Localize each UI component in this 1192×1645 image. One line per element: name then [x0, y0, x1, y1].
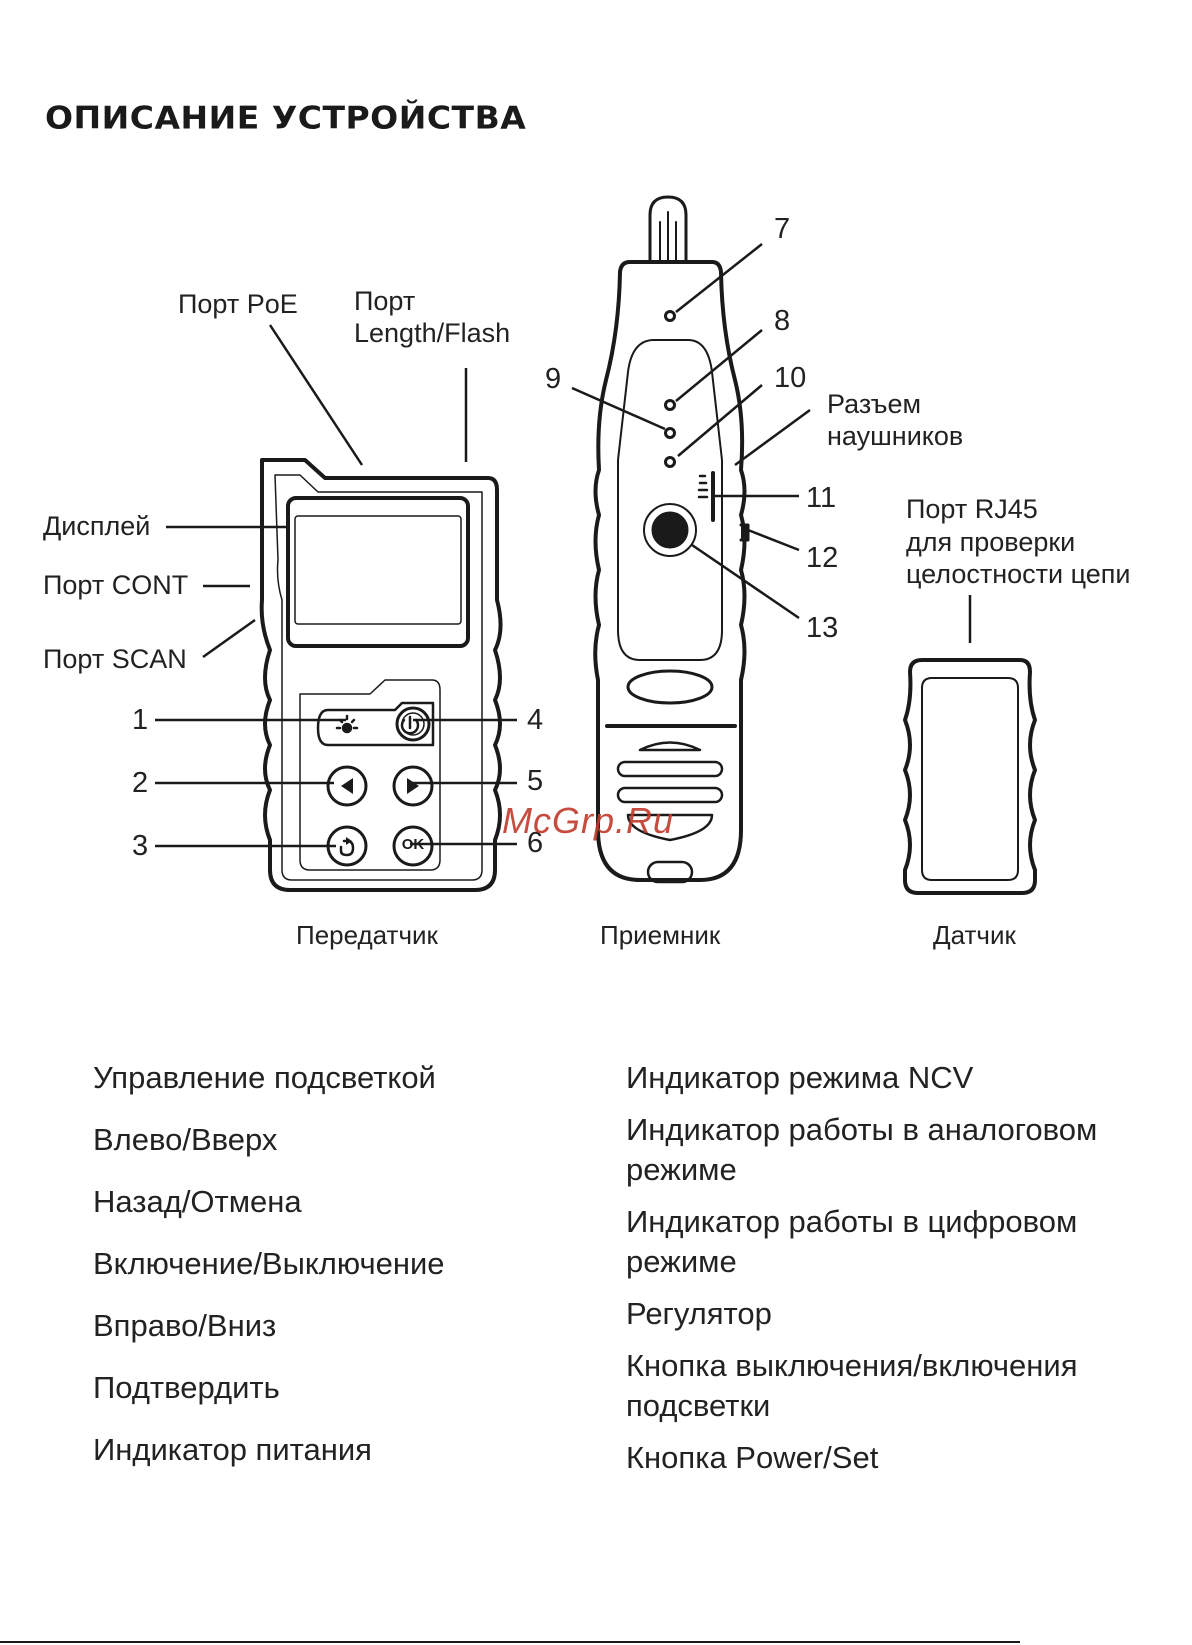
callout-7: 7 — [774, 213, 791, 245]
transmitter-illustration — [259, 458, 503, 892]
callout-3: 3 — [132, 830, 149, 862]
callout-5: 5 — [527, 765, 544, 797]
list-item: Регулятор — [626, 1296, 772, 1331]
callout-4: 4 — [527, 704, 544, 736]
headphones-label-line2: наушников — [827, 421, 964, 451]
list-item: Кнопка Power/Set — [626, 1440, 879, 1475]
callout-10: 10 — [774, 362, 807, 394]
caption-transmitter: Передатчик — [296, 920, 438, 950]
list-item: Индикатор работы в аналоговом режиме — [626, 1112, 1098, 1187]
callout-12: 12 — [806, 542, 839, 574]
rj45-label-line3: целостности цепи — [906, 559, 1131, 589]
scan-port-label: Порт SCAN — [43, 644, 187, 674]
sensor-illustration — [903, 658, 1037, 895]
legend-left-list: Управление подсветкой Влево/Вверх Назад/… — [93, 1058, 445, 1492]
list-item: Индикатор режима NCV — [626, 1060, 974, 1095]
watermark: McGrp.Ru — [502, 800, 675, 841]
display-label: Дисплей — [43, 511, 151, 541]
list-item: Кнопка выключения/включения подсветки — [626, 1348, 1078, 1423]
callout-1: 1 — [132, 704, 149, 736]
list-item: Назад/Отмена — [93, 1184, 302, 1219]
length-port-label-line2: Length/Flash — [354, 318, 511, 348]
leader-lines — [155, 243, 972, 848]
callout-11: 11 — [806, 482, 837, 514]
caption-sensor: Датчик — [933, 920, 1016, 950]
callout-9: 9 — [545, 363, 562, 395]
caption-receiver: Приемник — [600, 920, 721, 950]
rj45-label-line1: Порт RJ45 — [906, 494, 1038, 524]
bottom-rule — [0, 1641, 1020, 1643]
list-item: Подтвердить — [93, 1370, 280, 1405]
list-item: Индикатор питания — [93, 1432, 372, 1467]
legend-right-list: Индикатор режима NCV Индикатор работы в … — [626, 1058, 1146, 1490]
length-port-label-line1: Порт — [354, 286, 416, 316]
callout-13: 13 — [806, 612, 839, 644]
list-item: Включение/Выключение — [93, 1246, 445, 1281]
list-item: Индикатор работы в цифровом режиме — [626, 1204, 1078, 1279]
headphones-label-line1: Разъем — [827, 389, 922, 419]
cont-port-label: Порт CONT — [43, 570, 189, 600]
receiver-illustration — [593, 195, 750, 884]
page-title: ОПИСАНИЕ УСТРОЙСТВА — [45, 98, 527, 137]
callout-2: 2 — [132, 767, 149, 799]
callout-8: 8 — [774, 305, 791, 337]
list-item: Влево/Вверх — [93, 1122, 278, 1157]
ok-button-label: OK — [401, 836, 425, 853]
list-item: Управление подсветкой — [93, 1060, 436, 1095]
rj45-label-line2: для проверки — [906, 527, 1076, 557]
callout-6: 6 — [527, 827, 544, 859]
poe-port-label: Порт PoE — [178, 289, 298, 319]
list-item: Вправо/Вниз — [93, 1308, 277, 1343]
